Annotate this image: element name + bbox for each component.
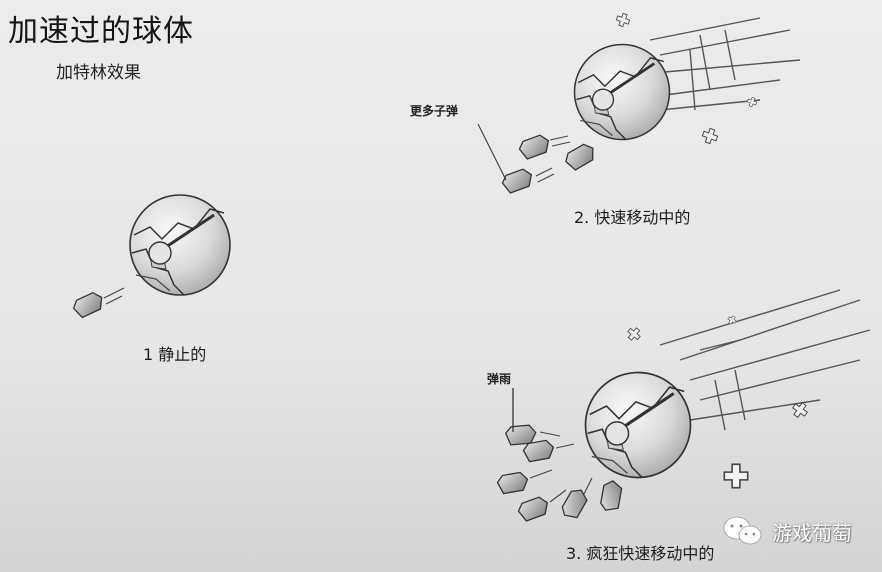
page-subtitle: 加特林效果 (56, 63, 141, 83)
stage-3-callout: 弹雨 (487, 372, 512, 386)
watermark: 游戏葡萄 (722, 515, 852, 547)
stage-1-drawing (70, 193, 232, 320)
stage-3-label: 3. 疯狂快速移动中的 (566, 544, 715, 563)
watermark-text: 游戏葡萄 (772, 520, 852, 545)
page-title: 加速过的球体 (8, 14, 194, 49)
stage-2-callout: 更多子弹 (410, 104, 459, 118)
stage-3-drawing (495, 289, 871, 523)
stage-1-label: 1 静止的 (143, 345, 207, 364)
stage-2-drawing (477, 11, 801, 195)
stage-2-label: 2. 快速移动中的 (574, 208, 691, 227)
wechat-icon (723, 516, 762, 545)
